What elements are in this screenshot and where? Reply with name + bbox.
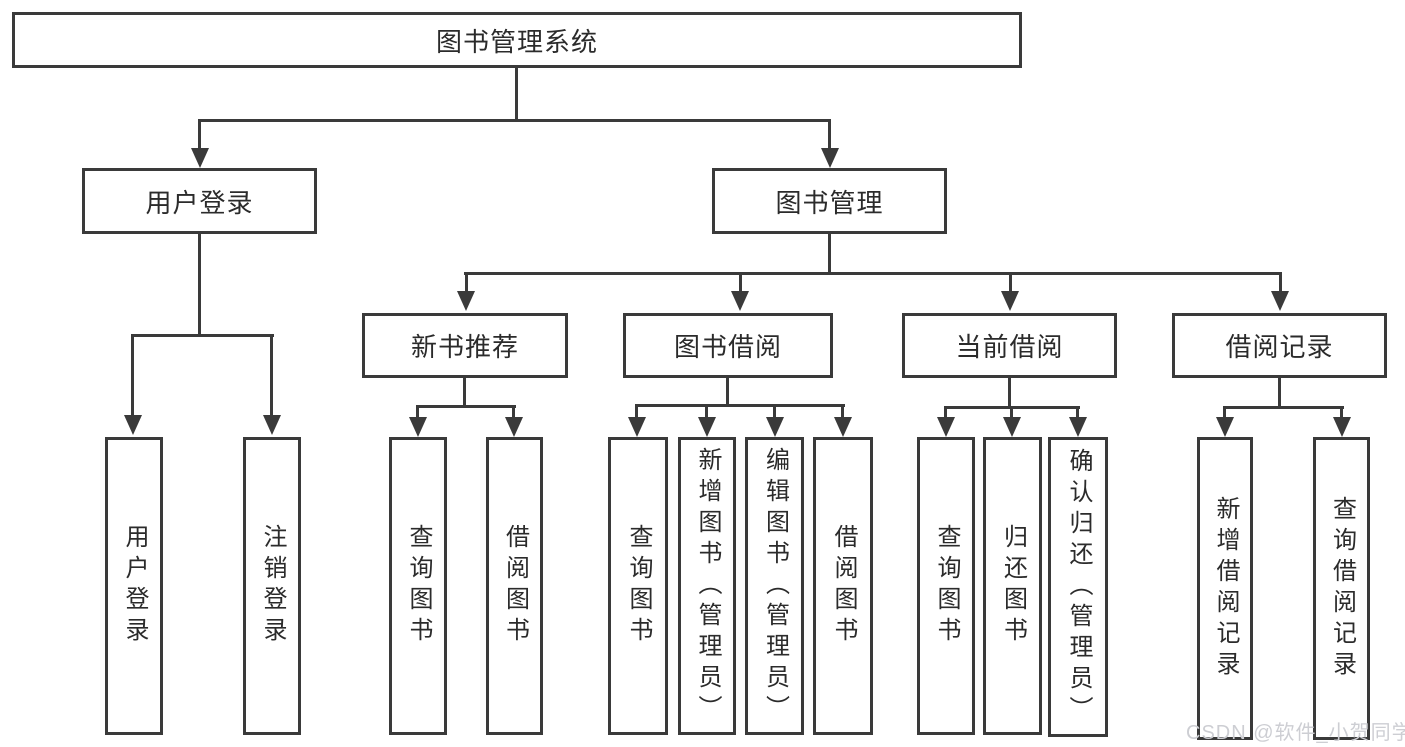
drop-line xyxy=(1340,406,1343,419)
leaf-user-login-label: 用户登录 xyxy=(121,524,148,648)
leaf-add-borrow-record: 新增借阅记录 xyxy=(1197,437,1253,740)
new-book-stem-line xyxy=(463,377,466,408)
arrow-down-icon xyxy=(124,415,142,435)
new-book-branch-line xyxy=(416,405,516,408)
node-book-management-label: 图书管理 xyxy=(775,187,884,218)
arrow-down-icon xyxy=(505,417,523,437)
node-new-book-recommend: 新书推荐 xyxy=(362,313,568,378)
arrow-down-icon xyxy=(1001,291,1019,311)
drop-line xyxy=(944,406,947,419)
arrow-down-icon xyxy=(263,415,281,435)
leaf-borrow-books: 借阅图书 xyxy=(813,437,873,735)
arrow-down-icon xyxy=(1003,417,1021,437)
user-login-stem-line xyxy=(198,233,201,337)
leaf-query-books-current-label: 查询图书 xyxy=(933,524,960,648)
arrow-down-icon xyxy=(731,291,749,311)
node-library-system: 图书管理系统 xyxy=(12,12,1022,68)
leaf-query-borrow-record-label: 查询借阅记录 xyxy=(1328,495,1356,682)
leaf-logout-login-label: 注销登录 xyxy=(259,524,286,648)
arrow-down-icon xyxy=(937,417,955,437)
leaf-add-borrow-record-label: 新增借阅记录 xyxy=(1212,495,1239,682)
arrow-down-icon xyxy=(698,417,716,437)
arrow-down-icon xyxy=(1216,417,1234,437)
leaf-borrow-books-recommend-label: 借阅图书 xyxy=(501,524,529,648)
arrow-down-icon xyxy=(1271,291,1289,311)
arrow-down-icon xyxy=(1333,417,1351,437)
drop-line-current-borrow xyxy=(1009,272,1012,292)
leaf-query-books-borrow-label: 查询图书 xyxy=(625,524,652,648)
node-borrow-records-label: 借阅记录 xyxy=(1225,332,1334,362)
borrow-records-branch-line xyxy=(1223,406,1344,409)
drop-line xyxy=(773,404,776,419)
drop-line xyxy=(635,404,638,419)
arrow-down-icon xyxy=(766,417,784,437)
node-book-borrow-label: 图书借阅 xyxy=(673,332,782,362)
drop-line xyxy=(841,404,844,419)
level1-branch-line xyxy=(198,119,831,122)
arrow-down-icon xyxy=(1069,417,1087,437)
leaf-return-books: 归还图书 xyxy=(983,437,1042,735)
leaf-query-books-borrow: 查询图书 xyxy=(608,437,668,735)
leaf-logout-login: 注销登录 xyxy=(243,437,301,735)
book-management-stem-line xyxy=(828,233,831,275)
drop-line-book-borrow xyxy=(739,272,742,292)
leaf-query-books-recommend-label: 查询图书 xyxy=(405,524,432,648)
node-user-login: 用户登录 xyxy=(82,168,317,234)
drop-line-user-login xyxy=(198,119,201,150)
leaf-edit-books-admin: 编辑图书（管理员） xyxy=(745,437,804,735)
book-borrow-stem-line xyxy=(726,377,729,407)
drop-line xyxy=(416,405,419,419)
drop-line xyxy=(1076,406,1079,419)
leaf-borrow-books-label: 借阅图书 xyxy=(830,524,857,648)
book-borrow-branch-line xyxy=(635,404,845,407)
arrow-down-icon xyxy=(457,291,475,311)
node-user-login-label: 用户登录 xyxy=(145,187,254,218)
node-book-borrow: 图书借阅 xyxy=(623,313,833,378)
root-stem-line xyxy=(515,67,518,121)
drop-line xyxy=(512,405,515,419)
leaf-query-books-recommend: 查询图书 xyxy=(389,437,447,735)
drop-line-borrow-records xyxy=(1279,272,1282,292)
arrow-down-icon xyxy=(821,148,839,168)
arrow-down-icon xyxy=(834,417,852,437)
leaf-query-books-current: 查询图书 xyxy=(917,437,975,735)
drop-line xyxy=(705,404,708,419)
leaf-return-books-label: 归还图书 xyxy=(999,524,1027,648)
drop-line-book-management xyxy=(828,119,831,150)
leaf-user-login: 用户登录 xyxy=(105,437,163,735)
leaf-confirm-return-admin: 确认归还（管理员） xyxy=(1048,437,1108,737)
node-borrow-records: 借阅记录 xyxy=(1172,313,1387,378)
node-book-management: 图书管理 xyxy=(712,168,947,234)
arrow-down-icon xyxy=(191,148,209,168)
borrow-records-stem-line xyxy=(1278,377,1281,409)
leaf-add-books-admin-label: 新增图书（管理员） xyxy=(694,446,721,726)
node-new-book-recommend-label: 新书推荐 xyxy=(410,332,519,362)
node-library-system-label: 图书管理系统 xyxy=(435,26,598,57)
drop-line xyxy=(1223,406,1226,419)
leaf-edit-books-admin-label: 编辑图书（管理员） xyxy=(761,446,789,726)
level2-branch-line xyxy=(464,272,1282,275)
arrow-down-icon xyxy=(628,417,646,437)
drop-line-leaf-user-login xyxy=(131,334,134,415)
leaf-borrow-books-recommend: 借阅图书 xyxy=(486,437,543,735)
current-borrow-stem-line xyxy=(1008,377,1011,409)
watermark: CSDN @软件_小贺同学 xyxy=(1186,722,1405,744)
drop-line-new-book xyxy=(465,272,468,292)
arrow-down-icon xyxy=(409,417,427,437)
leaf-query-borrow-record: 查询借阅记录 xyxy=(1313,437,1370,740)
node-current-borrow-label: 当前借阅 xyxy=(955,332,1064,362)
drop-line-leaf-logout xyxy=(270,334,273,415)
user-login-branch-line xyxy=(131,334,274,337)
leaf-confirm-return-admin-label: 确认归还（管理员） xyxy=(1065,447,1092,727)
leaf-add-books-admin: 新增图书（管理员） xyxy=(678,437,736,735)
drop-line xyxy=(1010,406,1013,419)
node-current-borrow: 当前借阅 xyxy=(902,313,1117,378)
